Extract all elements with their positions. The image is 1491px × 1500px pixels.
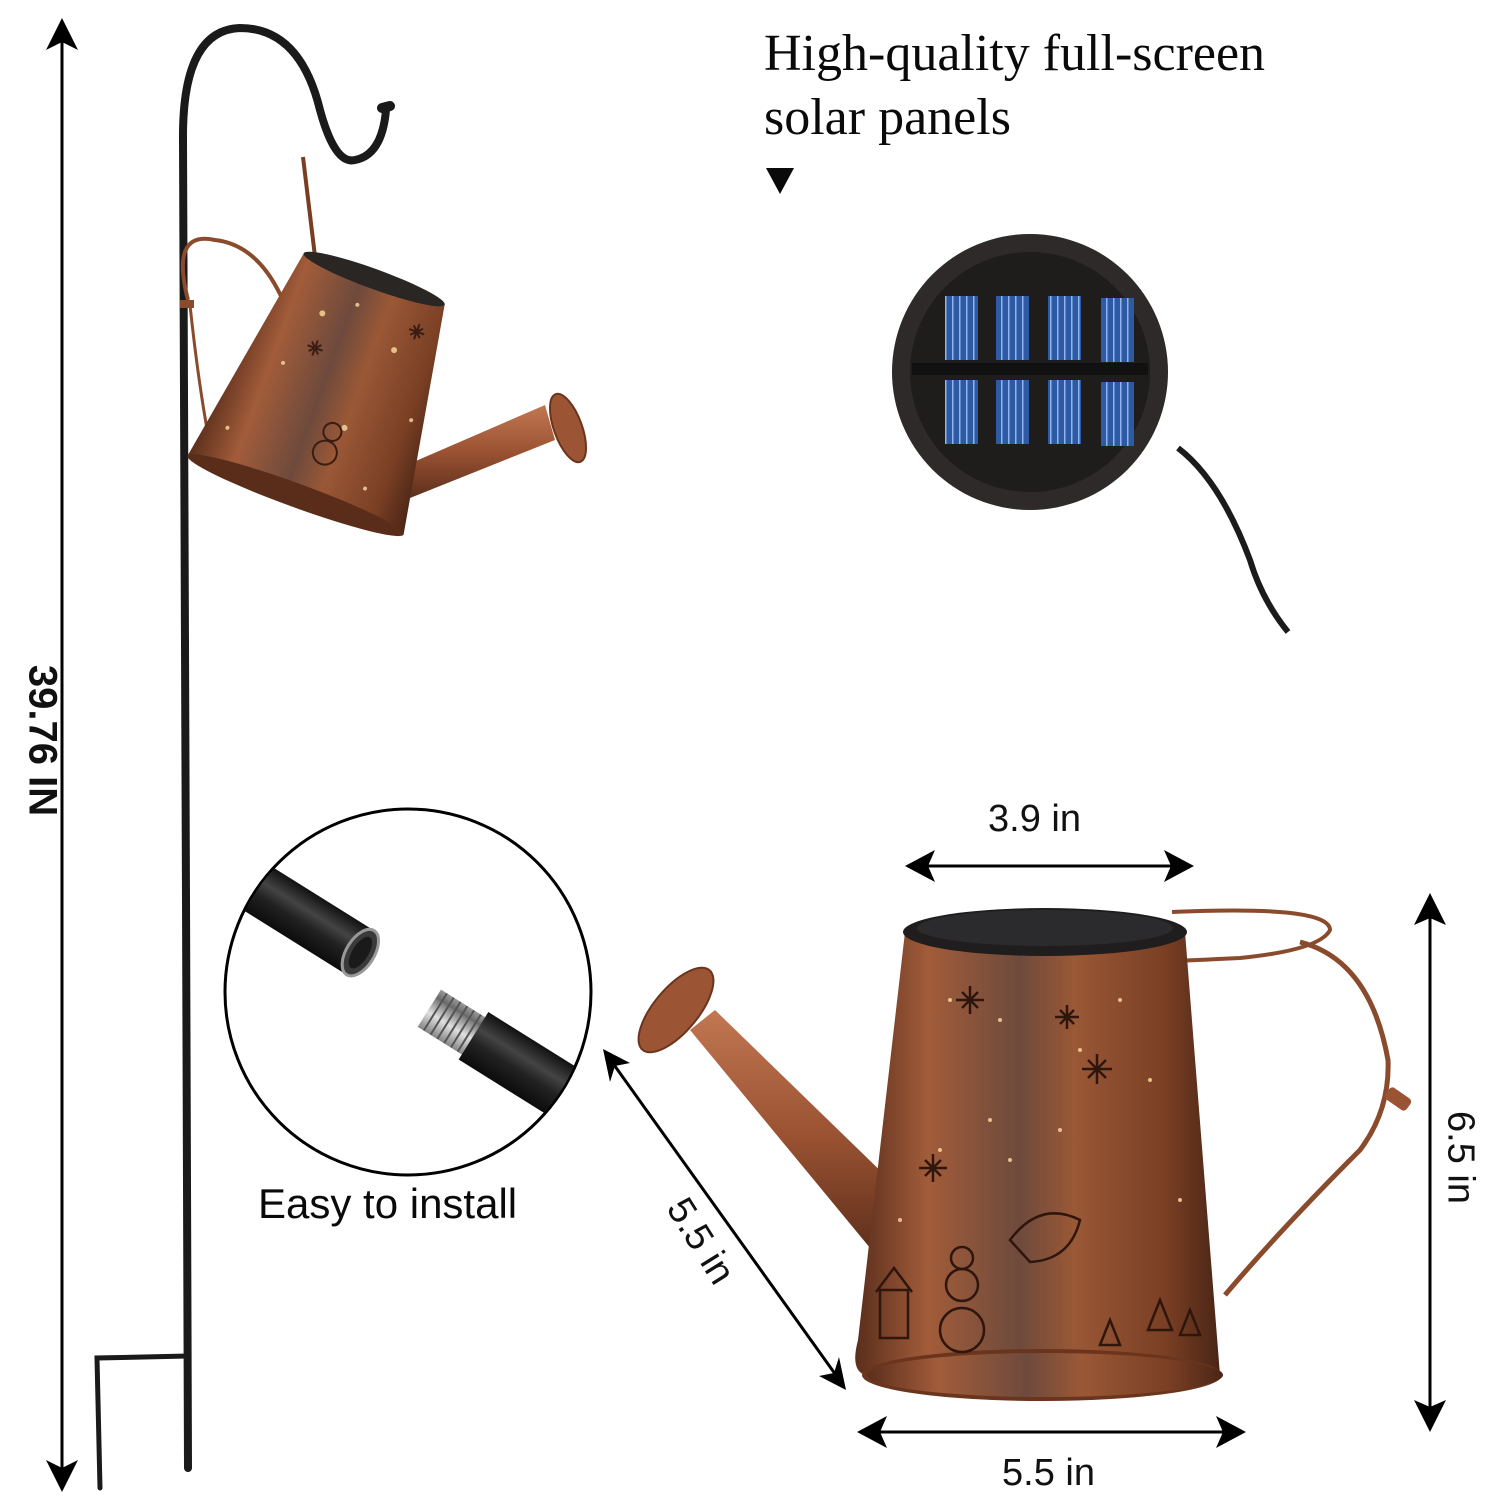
base-width-arrow bbox=[857, 1416, 1246, 1448]
base-width-label: 5.5 in bbox=[1002, 1452, 1095, 1494]
headline-line-2: solar panels bbox=[764, 89, 1011, 146]
solar-cells bbox=[945, 296, 1134, 446]
top-width-arrow bbox=[905, 850, 1194, 882]
down-triangle-icon bbox=[766, 168, 794, 194]
total-height-label: 39.76 IN bbox=[20, 664, 65, 817]
solar-panel bbox=[892, 234, 1291, 634]
hanging-watering-can bbox=[180, 156, 588, 537]
can-height-arrow bbox=[1414, 893, 1446, 1432]
shepherd-hook-stake bbox=[94, 23, 395, 1491]
spout-length-arrow bbox=[603, 1049, 846, 1390]
headline-line-1: High-quality full-screen bbox=[764, 25, 1266, 82]
top-width-label: 3.9 in bbox=[988, 798, 1081, 840]
can-height-label: 6.5 in bbox=[1439, 1111, 1482, 1204]
height-dimension-arrow bbox=[46, 18, 78, 1492]
install-detail-circle bbox=[223, 807, 593, 1177]
watering-can-large bbox=[637, 908, 1412, 1401]
headline: High-quality full-screen solar panels bbox=[764, 22, 1424, 150]
install-caption: Easy to install bbox=[258, 1180, 518, 1227]
